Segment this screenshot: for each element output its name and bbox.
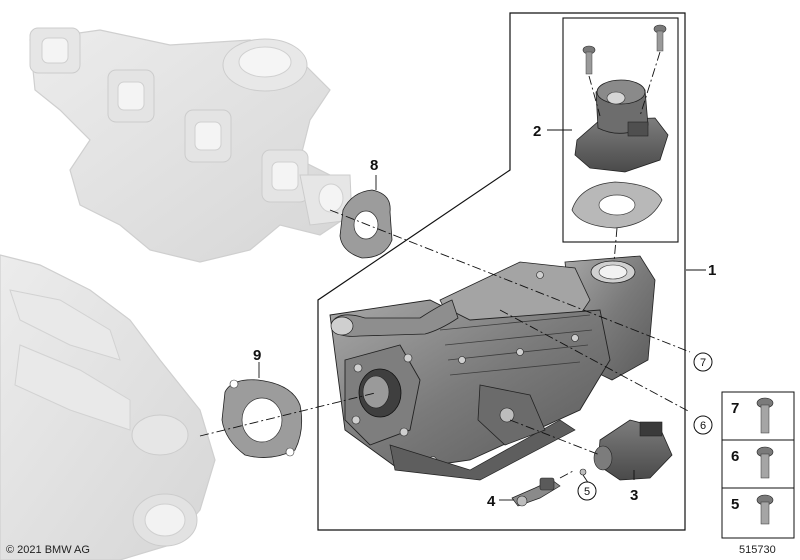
circled-ref-7: 7 <box>693 352 713 372</box>
bolt-7 <box>756 397 774 434</box>
egr-cooler-assembly <box>329 255 656 481</box>
bolt-6 <box>756 446 774 479</box>
actuator-gasket <box>571 181 663 229</box>
assembly-frame <box>317 12 686 531</box>
circled-ref-6-label: 6 <box>700 420 706 432</box>
bolt-panel-label-6: 6 <box>731 448 739 465</box>
exhaust-manifold-ghost <box>29 27 353 263</box>
screw-ref-5 <box>579 468 587 476</box>
bolt-panel <box>721 391 795 539</box>
bolt-panel-label-7: 7 <box>731 400 739 417</box>
circled-ref-5: 5 <box>577 481 597 501</box>
egr-actuator-motor <box>593 419 673 481</box>
alignment-lines <box>199 51 691 479</box>
circled-ref-5-label: 5 <box>584 486 590 498</box>
bolt-5 <box>756 494 774 525</box>
circled-ref-6: 6 <box>693 415 713 435</box>
intake-manifold-ghost <box>0 254 216 560</box>
mounting-bolt-right <box>653 24 667 52</box>
copyright-text: © 2021 BMW AG <box>6 544 90 556</box>
callout-1: 1 <box>708 262 716 279</box>
egr-valve-actuator-housing <box>574 79 669 173</box>
mounting-bolt-left <box>582 45 596 75</box>
callout-4: 4 <box>487 493 496 510</box>
callout-9: 9 <box>253 347 261 364</box>
diagram-number: 515730 <box>739 544 776 556</box>
circled-ref-7-label: 7 <box>700 357 706 369</box>
callout-3: 3 <box>630 487 638 504</box>
callout-2: 2 <box>533 123 541 140</box>
callout-8: 8 <box>370 157 378 174</box>
bolt-panel-label-5: 5 <box>731 496 739 513</box>
gasket-9 <box>221 379 303 458</box>
temperature-sensor <box>511 477 561 507</box>
